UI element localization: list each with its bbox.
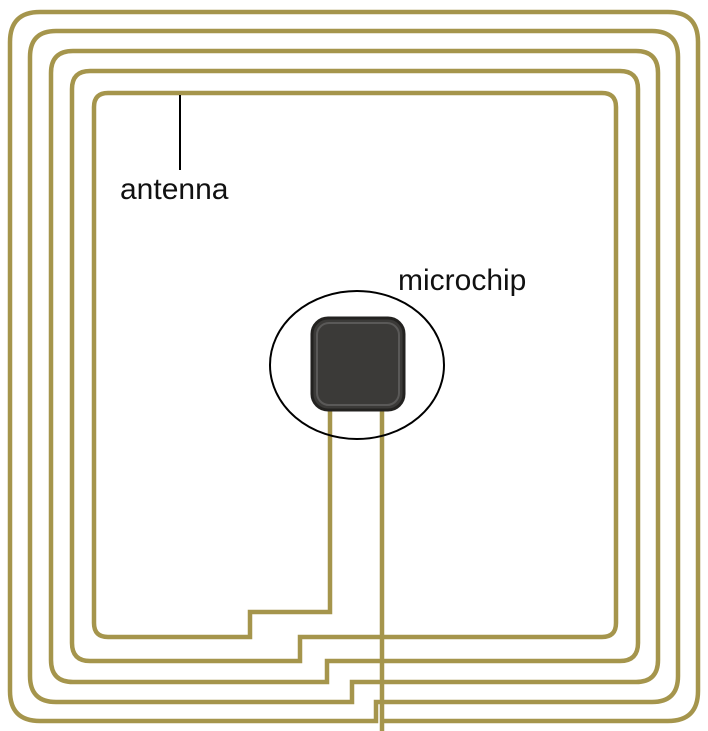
antenna-label: antenna: [120, 173, 229, 206]
microchip-bevel-highlight: [316, 322, 400, 406]
microchip-label: microchip: [398, 264, 526, 297]
antenna-coil-spiral: [7, 9, 701, 724]
microchip-body: [310, 316, 406, 412]
microchip-callout-ellipse: [269, 290, 445, 440]
